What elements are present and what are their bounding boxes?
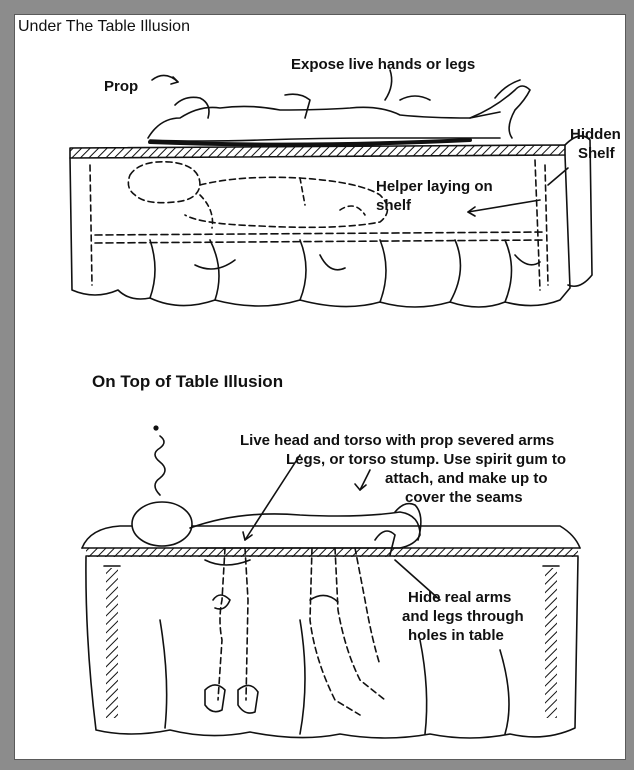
expose-label: Expose live hands or legs [291, 56, 475, 74]
hidden-shelf-label-line1: Hidden [570, 126, 621, 144]
under-table-title: Under The Table Illusion [18, 18, 190, 36]
table-cloth-front [70, 155, 570, 307]
hide-real-label-line3: holes in table [408, 627, 504, 645]
live-head-label-line3: attach, and make up to [385, 470, 548, 488]
live-head-label-line1: Live head and torso with prop severed ar… [240, 432, 554, 450]
hidden-shelf-label-line2: Shelf [578, 145, 615, 163]
hide-real-label-line1: Hide real arms [408, 589, 511, 607]
hide-real-label-line2: and legs through [402, 608, 524, 626]
live-head-label-line2: Legs, or torso stump. Use spirit gum to [286, 451, 566, 469]
helper-label-line1: Helper laying on [376, 178, 493, 196]
live-head-label-line4: cover the seams [405, 489, 523, 507]
table-top-edge [70, 145, 565, 158]
on-top-table-title: On Top of Table Illusion [92, 373, 283, 391]
prop-label: Prop [104, 78, 138, 96]
helper-label-line2: shelf [376, 197, 411, 215]
under-table-figure [70, 70, 592, 307]
